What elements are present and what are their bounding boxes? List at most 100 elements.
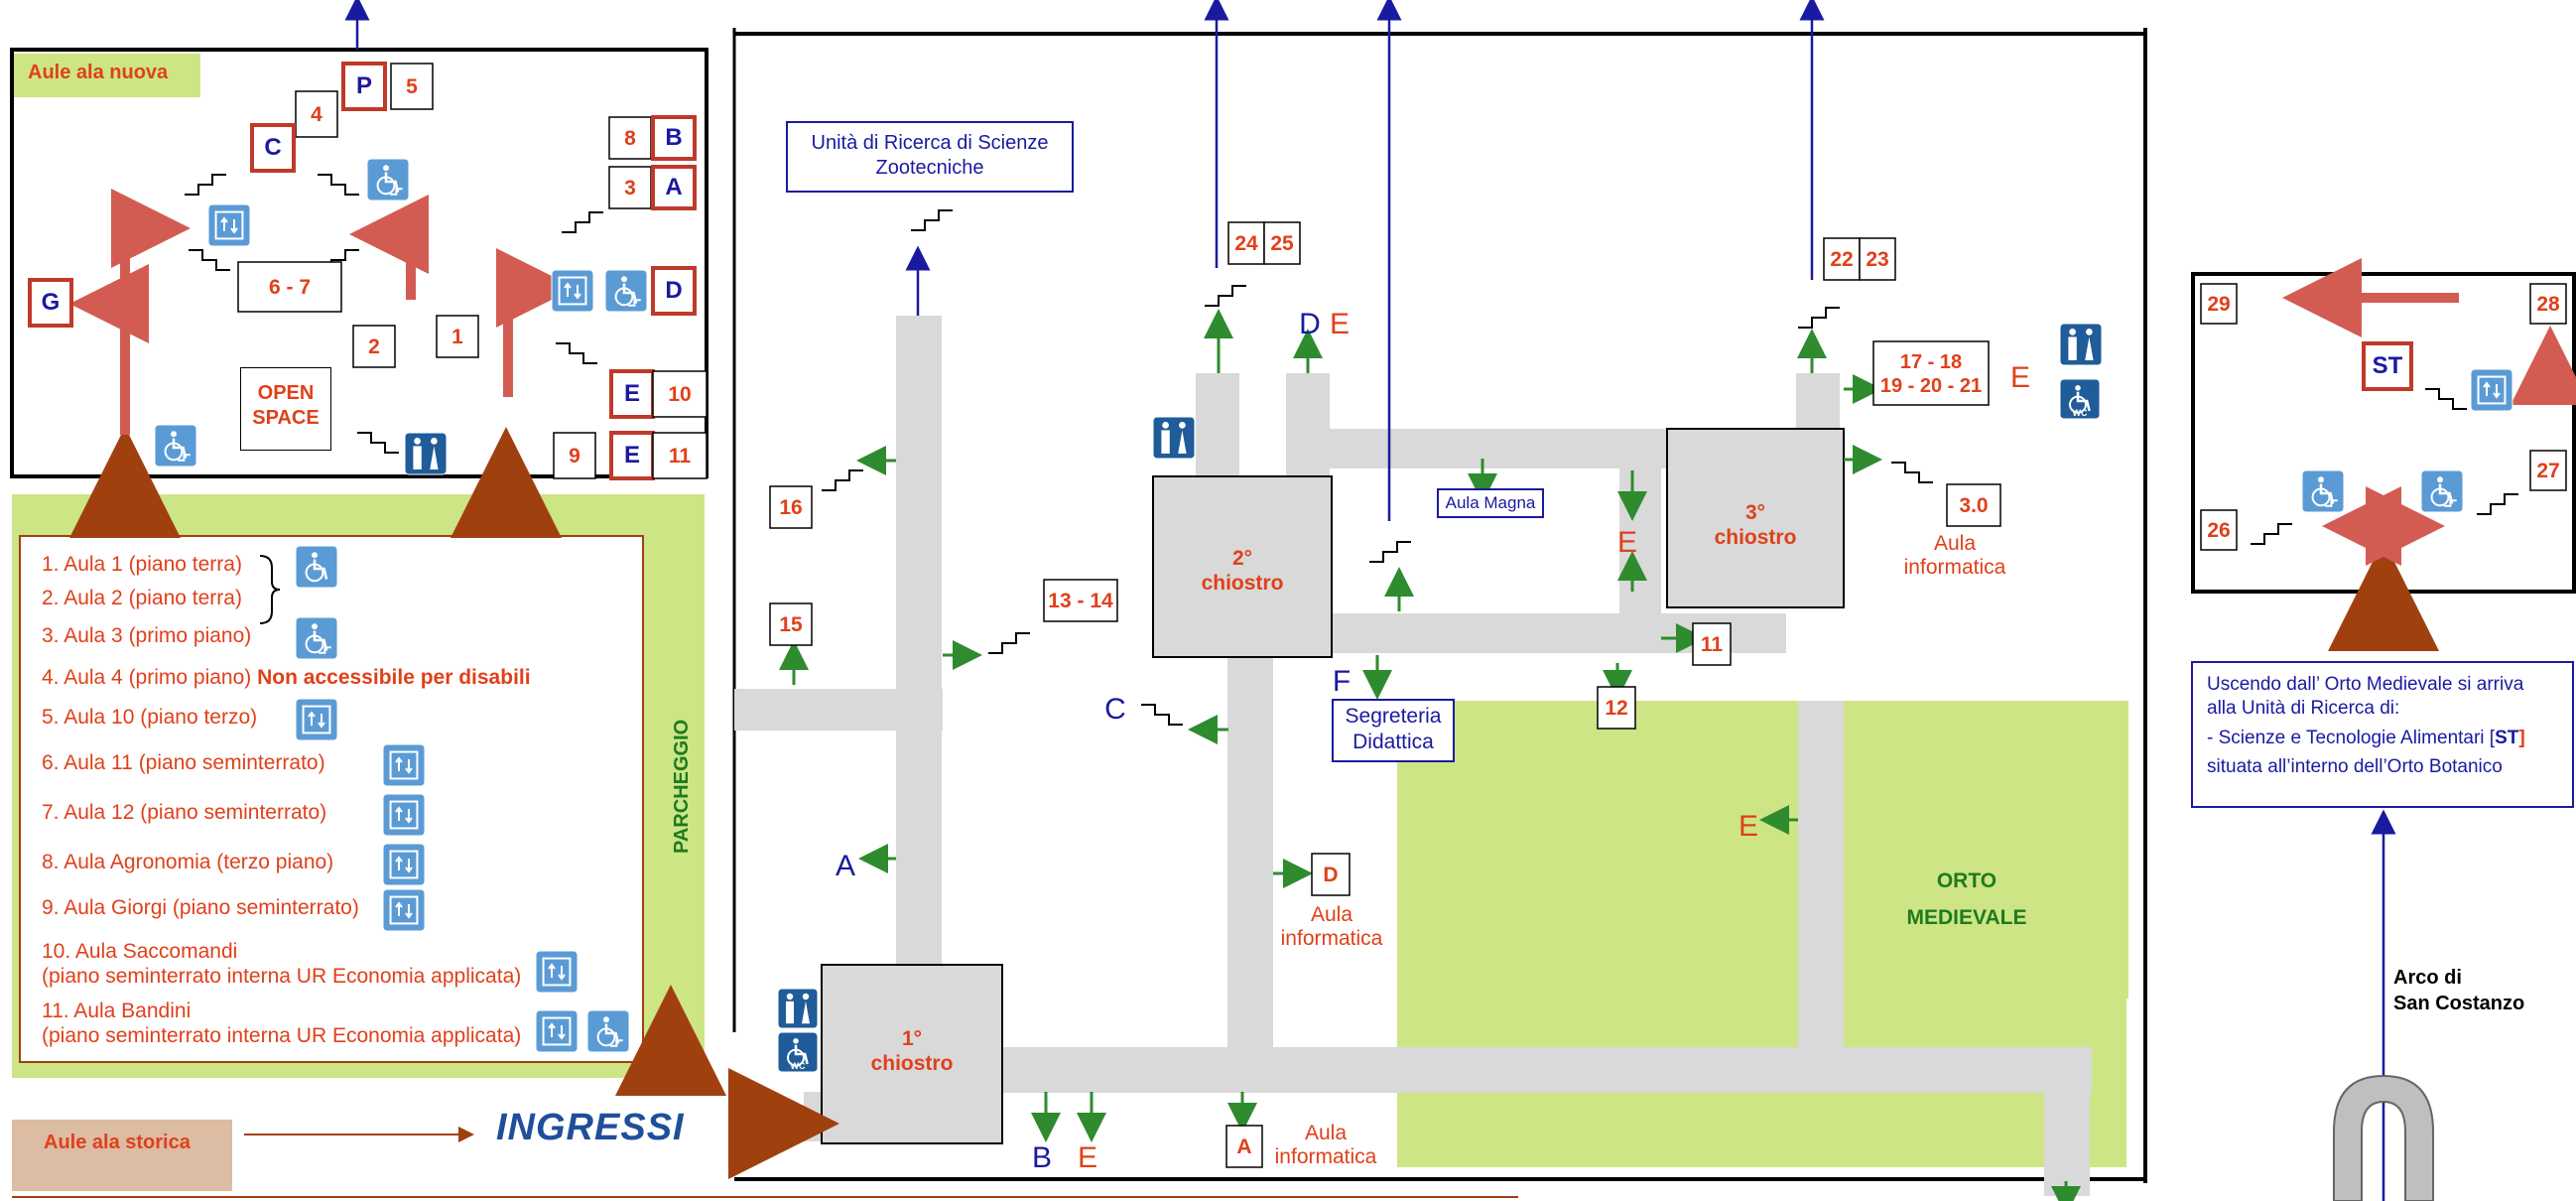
legend-item: 1. Aula 1 (piano terra) (42, 552, 242, 577)
legend-item: 7. Aula 12 (piano seminterrato) (42, 800, 326, 825)
aula-informatica-label-3: Aula informatica (1274, 1122, 1377, 1169)
room-marker-8: 8 (608, 116, 652, 160)
room-marker-28: 28 (2529, 283, 2567, 325)
info-st-code: ST (2495, 727, 2519, 748)
room-marker-label: C (264, 134, 281, 161)
room-marker-label: 10 (668, 383, 691, 406)
arco-shape (2333, 1074, 2434, 1201)
room-marker-24: 24 (1227, 221, 1265, 265)
arco-label: Arco di San Costanzo (2393, 967, 2525, 1014)
stairlift-icon (154, 424, 197, 467)
legend-item-label: 2. Aula 2 (piano terra) (42, 587, 242, 609)
stairlift-icon (2301, 469, 2345, 513)
cloister-3-label: 3° chiostro (1714, 501, 1797, 550)
room-marker-label: 25 (1270, 232, 1294, 255)
aula-magna-box (1437, 488, 1544, 518)
room-marker-label: 26 (2207, 519, 2230, 542)
elevator-icon (382, 743, 426, 787)
room-marker-label: A (1236, 1135, 1251, 1158)
room-marker-label: E (624, 380, 640, 407)
elevator-icon (535, 1009, 579, 1053)
segreteria-label: Segreteria Didattica (1345, 705, 1442, 754)
exit-letter-d: D (1299, 308, 1321, 340)
wheelchair-icon (295, 545, 338, 589)
new-wing-label-bg (14, 54, 200, 97)
new-wing-outline (10, 48, 708, 478)
legend-item-label: 3. Aula 3 (primo piano) (42, 624, 252, 647)
research-unit-box (786, 121, 1074, 193)
svg-text:WC: WC (2073, 408, 2088, 418)
cloister-1-label: 1° chiostro (870, 1027, 954, 1076)
wc-icon: WC (2059, 378, 2101, 420)
toilet-icon (1152, 416, 1196, 460)
room-marker-G: G (28, 278, 73, 328)
legend-item-label: 4. Aula 4 (primo piano) (42, 666, 252, 689)
legend-item: 8. Aula Agronomia (terzo piano) (42, 850, 333, 874)
elevator-icon (2470, 368, 2513, 412)
room-marker-11b: 11 (1692, 622, 1732, 666)
legend-item-label: 11. Aula Bandini (piano seminterrato int… (42, 1000, 522, 1048)
exit-letter-b: B (1032, 1141, 1052, 1174)
room-marker-label: 3.0 (1959, 494, 1988, 517)
historic-wing-title: Aule ala storica (44, 1132, 191, 1153)
room-marker-25: 25 (1263, 221, 1301, 265)
info-line-1: Uscendo dall’ Orto Medievale si arriva a… (2207, 674, 2524, 719)
room-marker-label: 11 (669, 445, 692, 467)
toilet-icon (777, 988, 819, 1029)
room-marker-C1: C (250, 123, 296, 173)
room-marker-label: 5 (406, 75, 418, 98)
cloister-1-shape (821, 964, 1003, 1144)
room-marker-label: 23 (1866, 248, 1888, 271)
room-marker-D1: D (651, 266, 697, 316)
stairlift-icon (295, 616, 338, 660)
legend-item-label: 9. Aula Giorgi (piano seminterrato) (42, 896, 359, 919)
room-marker-label: 8 (624, 127, 636, 150)
room-marker-26: 26 (2200, 509, 2238, 551)
room-marker-label: D (1323, 864, 1338, 886)
cloister-2-label: 2° chiostro (1201, 547, 1284, 596)
toilet-icon (404, 432, 448, 475)
room-marker-29: 29 (2200, 283, 2238, 325)
room-marker-label: ST (2373, 352, 2403, 379)
room-marker-label: 24 (1234, 232, 1258, 255)
room-marker-ST: ST (2362, 341, 2413, 391)
info-line-2-suffix: ] (2518, 727, 2525, 748)
exit-letter-c: C (1104, 693, 1126, 726)
main-building-outline (734, 28, 2147, 1183)
toilet-icon (2059, 323, 2103, 366)
room-marker-label: 2 (368, 335, 380, 358)
room-marker-label: E (624, 442, 640, 468)
exit-letter-e2: E (2010, 361, 2030, 394)
aula-informatica-label-2: Aula informatica (1280, 903, 1383, 951)
exit-letter-e3: E (1617, 526, 1637, 559)
parking-label: PARCHEGGIO (671, 719, 693, 854)
legend-item: 6. Aula 11 (piano seminterrato) (42, 750, 325, 775)
room-marker-11a: 11 (652, 432, 708, 479)
legend-item-label: 1. Aula 1 (piano terra) (42, 553, 242, 576)
room-marker-label: 3 (624, 177, 636, 200)
stairlift-icon (366, 158, 410, 201)
historic-wing-swatch (12, 1120, 232, 1191)
room-marker-label: 16 (779, 496, 802, 519)
exit-letter-e4: E (1739, 810, 1758, 843)
stairlift-icon (586, 1009, 630, 1053)
room-marker-2: 2 (352, 325, 396, 368)
legend-item-label: 10. Aula Saccomandi (piano seminterrato … (42, 940, 522, 989)
exit-letter-f: F (1333, 665, 1351, 698)
room-marker-6-7: 6 - 7 (237, 261, 342, 313)
room-marker-label: 1 (451, 326, 463, 348)
room-marker-label: 28 (2536, 293, 2560, 316)
room-marker-A2: A (1225, 1125, 1263, 1168)
room-marker-5: 5 (390, 63, 434, 110)
exit-letter-a: A (836, 850, 855, 882)
room-marker-16: 16 (769, 485, 813, 529)
room-marker-22: 22 (1823, 237, 1861, 281)
elevator-icon (382, 888, 426, 932)
aula-magna-label: Aula Magna (1445, 493, 1536, 512)
room-marker-label: 13 - 14 (1048, 590, 1113, 612)
elevator-icon (551, 269, 594, 313)
info-line-2-prefix: - Scienze e Tecnologie Alimentari [ (2207, 727, 2496, 748)
room-marker-label: 17 - 18 (1900, 351, 1962, 373)
legend-item-label: 6. Aula 11 (piano seminterrato) (42, 751, 325, 774)
